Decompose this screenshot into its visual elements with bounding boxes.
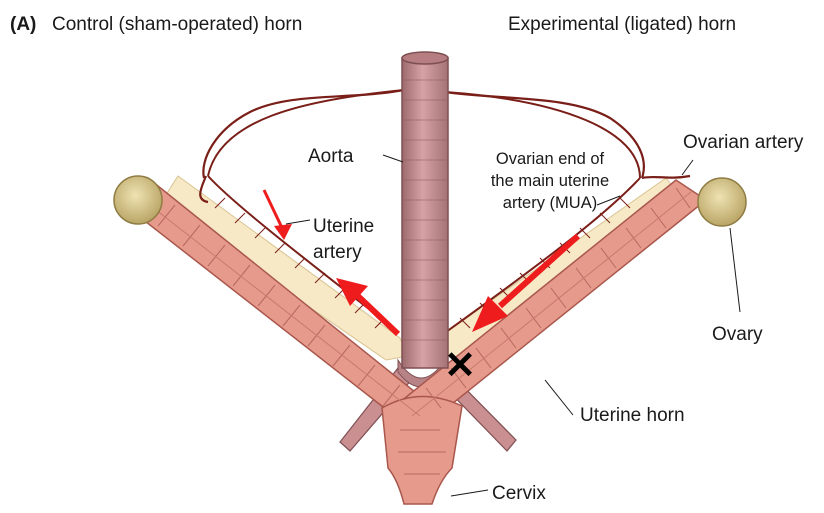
mua-label-line3: artery (MUA) (503, 194, 597, 212)
mua-label-line2: the main uterine (491, 172, 609, 190)
control-horn-title: Control (sham-operated) horn (52, 14, 302, 35)
uterine-horn-label: Uterine horn (580, 405, 685, 426)
experimental-horn-title: Experimental (ligated) horn (508, 14, 736, 35)
cervix-label: Cervix (492, 483, 546, 504)
panel-letter: (A) (10, 14, 36, 35)
ligation-mark: ✕ (444, 345, 476, 387)
mua-label-line1: Ovarian end of (496, 150, 605, 168)
uterine-artery-label-line2: artery (313, 242, 362, 263)
left-ovary (114, 176, 162, 224)
ovarian-artery-label: Ovarian artery (683, 132, 804, 153)
titles: (A) Control (sham-operated) horn Experim… (10, 14, 736, 35)
aorta (402, 52, 448, 368)
uterine-artery-label-line1: Uterine (313, 216, 374, 237)
aorta-label: Aorta (308, 146, 354, 167)
ovary-label: Ovary (712, 324, 763, 345)
right-ovary (698, 178, 746, 226)
